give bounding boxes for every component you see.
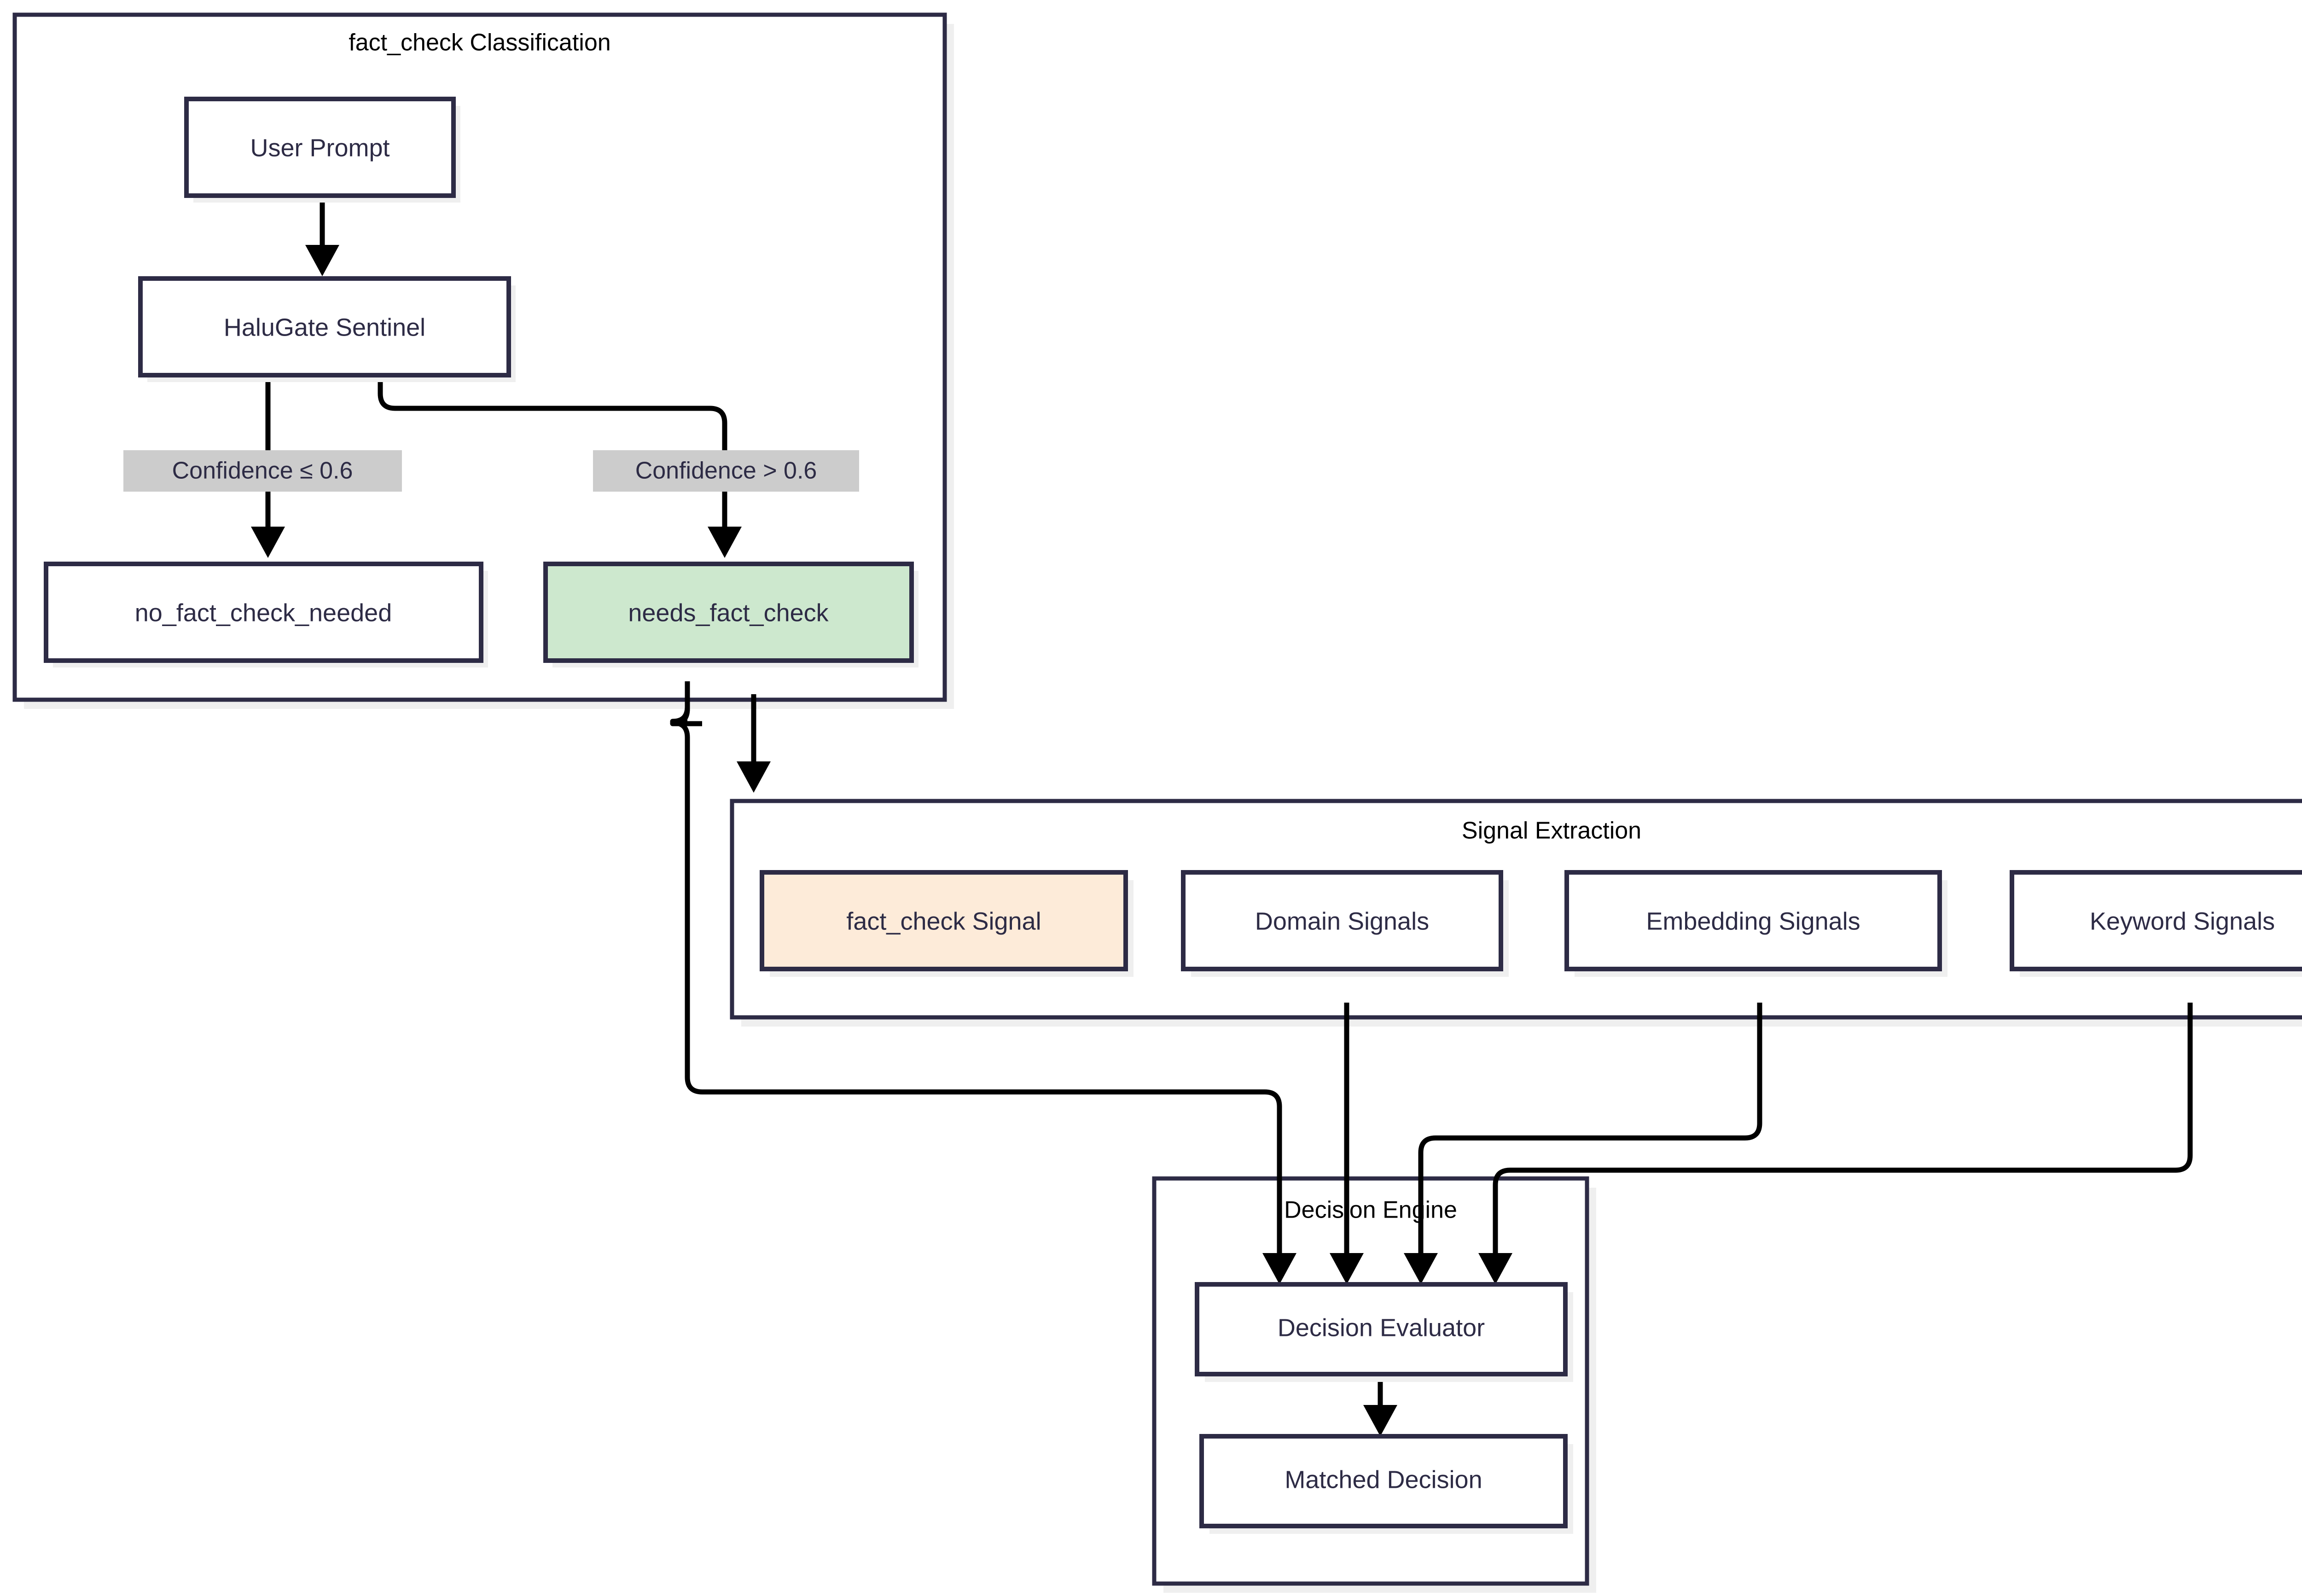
edge-label-text-confidence-low: Confidence ≤ 0.6: [172, 458, 353, 484]
edge-path: [670, 681, 1282, 1261]
edge-path: [1418, 1003, 1762, 1261]
node-keyword-signals[interactable]: Keyword Signals: [2010, 870, 2302, 977]
edge-needs-fact-check-to-fact-check-signal: [737, 694, 771, 793]
node-box[interactable]: [2010, 870, 2302, 971]
arrowhead-icon: [1262, 1253, 1296, 1284]
edge-domain-signals-to-decision-evaluator: [1330, 1003, 1364, 1284]
cluster-title-decision-engine: Decision Engine: [1284, 1197, 1457, 1224]
node-box[interactable]: [760, 870, 1128, 971]
edge-user-prompt-to-halugate-sentinel: [305, 203, 339, 276]
node-box[interactable]: [1199, 1434, 1568, 1528]
node-box[interactable]: [184, 97, 456, 198]
node-label-no-fact-check-needed: no_fact_check_needed: [135, 599, 392, 627]
edge-embedding-signals-to-decision-evaluator: [1404, 1003, 1762, 1284]
node-box[interactable]: [44, 562, 483, 663]
node-label-domain-signals: Domain Signals: [1255, 907, 1429, 935]
node-domain-signals[interactable]: Domain Signals: [1181, 870, 1509, 977]
edge-label-background: [593, 450, 859, 492]
edge-label-confidence-low: Confidence ≤ 0.6: [123, 450, 402, 492]
arrowhead-icon: [305, 245, 339, 276]
node-label-user-prompt: User Prompt: [250, 134, 389, 162]
node-label-decision-evaluator: Decision Evaluator: [1278, 1314, 1485, 1341]
edge-label-background: [123, 450, 402, 492]
edge-needs-fact-check-to-decision-evaluator: [670, 681, 1296, 1284]
node-halugate-sentinel[interactable]: HaluGate Sentinel: [138, 276, 516, 382]
node-box[interactable]: [1564, 870, 1942, 971]
node-box[interactable]: [1195, 1282, 1568, 1376]
node-label-halugate-sentinel: HaluGate Sentinel: [224, 313, 425, 341]
node-decision-evaluator[interactable]: Decision Evaluator: [1195, 1282, 1573, 1382]
node-no-fact-check-needed[interactable]: no_fact_check_needed: [44, 562, 488, 667]
node-box[interactable]: [543, 562, 914, 663]
node-label-matched-decision: Matched Decision: [1285, 1466, 1482, 1493]
node-box[interactable]: [1181, 870, 1503, 971]
node-fact-check-signal[interactable]: fact_check Signal: [760, 870, 1134, 977]
node-needs-fact-check[interactable]: needs_fact_check: [543, 562, 918, 667]
cluster-title-classification: fact_check Classification: [349, 29, 610, 56]
edge-keyword-signals-to-decision-evaluator: [1478, 1003, 2193, 1284]
node-label-needs-fact-check: needs_fact_check: [628, 599, 829, 627]
arrowhead-icon: [708, 527, 742, 558]
arrowhead-icon: [1330, 1253, 1364, 1284]
node-box[interactable]: [138, 276, 511, 377]
arrowhead-icon: [737, 761, 771, 793]
edge-label-text-confidence-high: Confidence > 0.6: [635, 458, 817, 484]
cluster-title-signal-extraction: Signal Extraction: [1462, 818, 1641, 844]
edge-path: [378, 379, 727, 539]
node-embedding-signals[interactable]: Embedding Signals: [1564, 870, 1947, 977]
node-user-prompt[interactable]: User Prompt: [184, 97, 460, 203]
edge-halugate-sentinel-to-needs-fact-check: [378, 379, 742, 558]
node-label-fact-check-signal: fact_check Signal: [846, 907, 1041, 935]
edge-decision-evaluator-to-matched-decision: [1363, 1377, 1397, 1436]
arrowhead-icon: [1363, 1405, 1397, 1436]
node-matched-decision[interactable]: Matched Decision: [1199, 1434, 1573, 1534]
edge-label-confidence-high: Confidence > 0.6: [593, 450, 859, 492]
node-label-embedding-signals: Embedding Signals: [1646, 907, 1860, 935]
node-label-keyword-signals: Keyword Signals: [2090, 907, 2275, 935]
arrowhead-icon: [1404, 1253, 1438, 1284]
arrowhead-icon: [1478, 1253, 1512, 1284]
edge-path: [1493, 1003, 2193, 1261]
arrowhead-icon: [251, 527, 285, 558]
